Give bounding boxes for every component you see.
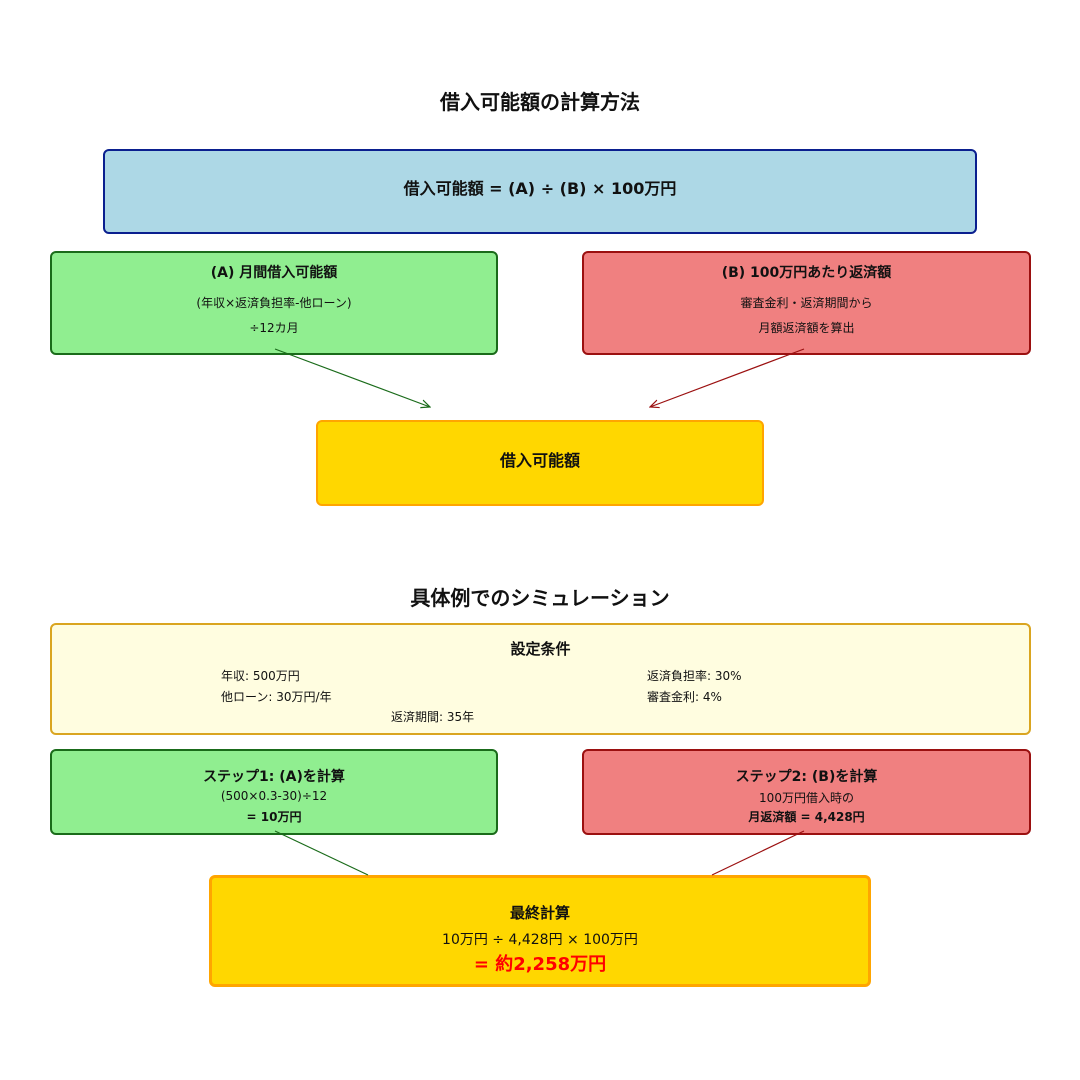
step2-box: ステップ2: (B)を計算 100万円借入時の 月返済額 = 4,428円	[582, 749, 1031, 835]
final-answer: = 約2,258万円	[473, 954, 607, 975]
box-a: (A) 月間借入可能額 (年収×返済負担率-他ローン) ÷12カ月	[50, 251, 498, 355]
section1-title: 借入可能額の計算方法	[440, 90, 640, 114]
box-b-line2: 月額返済額を算出	[758, 321, 855, 335]
result-text: 借入可能額	[499, 451, 580, 470]
step1-line1: (500×0.3-30)÷12	[220, 789, 328, 803]
condition-period: 返済期間: 35年	[391, 710, 475, 724]
result-box: 借入可能額	[316, 420, 764, 506]
conditions-box: 設定条件 年収: 500万円 他ローン: 30万円/年 返済負担率: 30% 審…	[50, 623, 1031, 735]
conditions-title: 設定条件	[510, 640, 571, 658]
step1-box: ステップ1: (A)を計算 (500×0.3-30)÷12 = 10万円	[50, 749, 498, 835]
formula-text: 借入可能額 = (A) ÷ (B) × 100万円	[403, 179, 677, 198]
box-a-title: (A) 月間借入可能額	[210, 265, 338, 281]
box-a-line2: ÷12カ月	[249, 321, 299, 335]
box-b-title: (B) 100万円あたり返済額	[721, 265, 892, 281]
line-step2-to-final	[711, 830, 805, 876]
formula-box: 借入可能額 = (A) ÷ (B) × 100万円	[103, 149, 977, 234]
final-title: 最終計算	[509, 904, 570, 922]
arrow-a-to-result	[274, 348, 430, 407]
final-formula: 10万円 ÷ 4,428円 × 100万円	[442, 932, 638, 948]
box-b: (B) 100万円あたり返済額 審査金利・返済期間から 月額返済額を算出	[582, 251, 1031, 355]
box-b-line1: 審査金利・返済期間から	[740, 296, 873, 310]
step1-title: ステップ1: (A)を計算	[203, 769, 345, 785]
condition-burden-rate: 返済負担率: 30%	[647, 669, 742, 683]
section2-title: 具体例でのシミュレーション	[410, 586, 670, 610]
step2-line2: 月返済額 = 4,428円	[748, 810, 865, 824]
box-a-line1: (年収×返済負担率-他ローン)	[196, 296, 352, 310]
step1-line2: = 10万円	[246, 810, 302, 824]
arrow-b-to-result	[650, 348, 805, 407]
condition-income: 年収: 500万円	[221, 669, 300, 683]
final-box: 最終計算 10万円 ÷ 4,428円 × 100万円 = 約2,258万円	[209, 875, 871, 987]
condition-interest: 審査金利: 4%	[647, 690, 722, 704]
line-step1-to-final	[274, 830, 369, 876]
step2-title: ステップ2: (B)を計算	[735, 769, 878, 785]
step2-line1: 100万円借入時の	[759, 791, 854, 805]
condition-other-loan: 他ローン: 30万円/年	[221, 690, 332, 704]
